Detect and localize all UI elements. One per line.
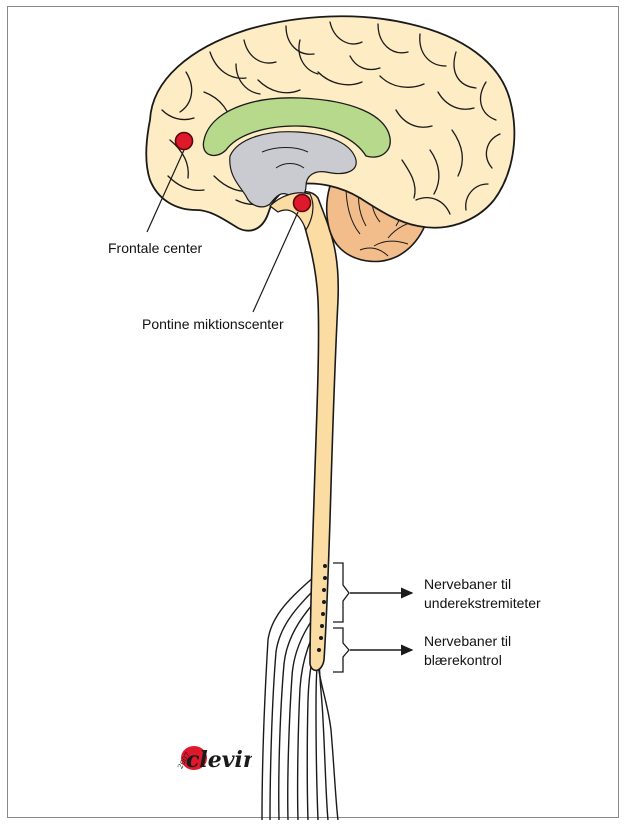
bracket-lower-extremities: [333, 563, 349, 622]
label-nerves-lower-extremities-line2: underekstremiteter: [424, 594, 541, 612]
label-pontine-center: Pontine miktionscenter: [142, 315, 284, 333]
label-nerves-bladder-line1: Nervebaner til: [424, 632, 511, 650]
spinal-cord: [296, 192, 338, 671]
label-nerves-lower-extremities-line1: Nervebaner til: [424, 575, 511, 593]
frontal-center-marker: [176, 133, 193, 150]
label-nerves-bladder-line2: blærekontrol: [424, 651, 502, 669]
bracket-bladder: [333, 628, 349, 672]
pontine-center-marker: [294, 195, 311, 212]
svg-text:clevin: clevin: [186, 747, 252, 773]
clevin-logo: 2007 clevin: [172, 736, 252, 780]
label-frontal-center: Frontale center: [108, 239, 202, 257]
